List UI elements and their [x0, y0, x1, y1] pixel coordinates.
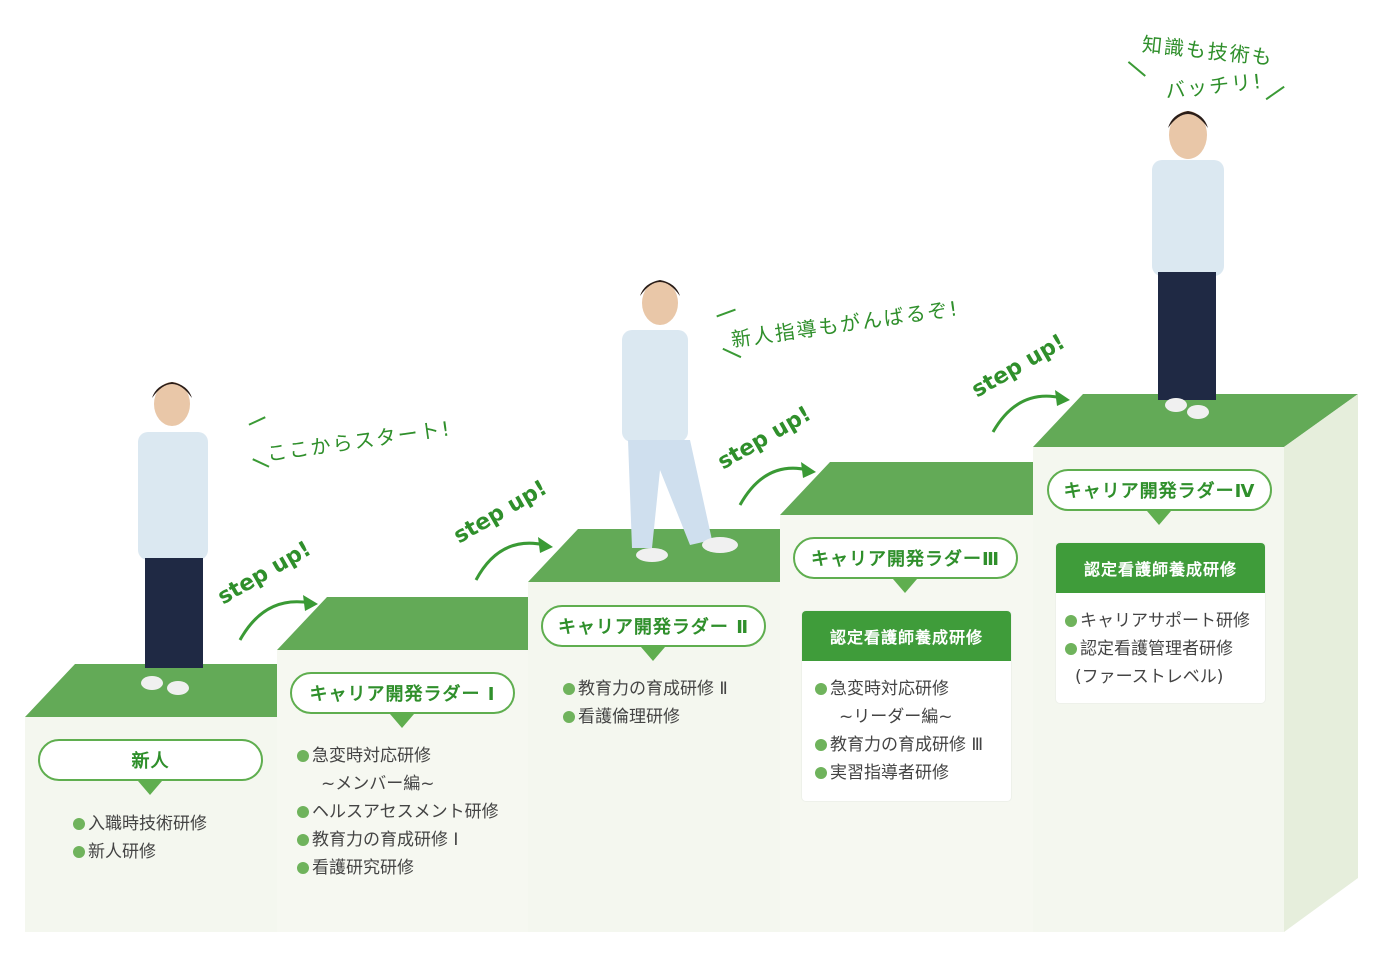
stage-2-items: 急変時対応研修 ~メンバー編~ ヘルスアセスメント研修 教育力の育成研修 Ⅰ 看…	[297, 742, 499, 882]
stage-5-card: 認定看護師養成研修	[1056, 543, 1265, 703]
nurse-figure-1	[138, 382, 208, 695]
list-item: 教育力の育成研修 Ⅲ	[815, 731, 983, 759]
list-item: 看護倫理研修	[563, 703, 728, 731]
stage-5-card-header: 認定看護師養成研修	[1056, 543, 1265, 593]
stage-5-label: キャリア開発ラダーⅣ	[1047, 469, 1272, 511]
list-item: 急変時対応研修	[815, 675, 983, 703]
list-item: ~リーダー編~	[839, 707, 953, 727]
stage-1-items: 入職時技術研修 新人研修	[73, 810, 207, 866]
stage-1-label: 新人	[38, 739, 263, 781]
step-up-arrow-1	[238, 600, 311, 641]
step-up-arrow-2	[474, 541, 546, 581]
stair-step-3-top	[528, 529, 829, 582]
stair-step-4-top	[780, 462, 1082, 515]
list-item: 実習指導者研修	[815, 759, 983, 787]
stage-2-label: キャリア開発ラダー Ⅰ	[290, 672, 515, 714]
list-item: (ファーストレベル)	[1075, 667, 1224, 687]
list-item: 急変時対応研修	[297, 742, 499, 770]
step-up-arrow-3	[738, 466, 809, 506]
list-item: 教育力の育成研修 Ⅱ	[563, 675, 728, 703]
stage-3-label: キャリア開発ラダー Ⅱ	[541, 605, 766, 647]
stage-4-card-header: 認定看護師養成研修	[802, 611, 1011, 661]
list-item: 認定看護管理者研修	[1065, 635, 1250, 663]
list-item: キャリアサポート研修	[1065, 607, 1250, 635]
stair-side	[1284, 394, 1358, 932]
step-up-arrow-4	[991, 394, 1063, 433]
list-item: ヘルスアセスメント研修	[297, 798, 499, 826]
list-item: ~メンバー編~	[321, 774, 435, 794]
stage-4-items: 急変時対応研修 ~リーダー編~ 教育力の育成研修 Ⅲ 実習指導者研修	[815, 675, 983, 787]
stair-step-2-top	[277, 597, 578, 650]
list-item: 入職時技術研修	[73, 810, 207, 838]
list-item: 教育力の育成研修 Ⅰ	[297, 826, 499, 854]
nurse-figure-3	[1152, 111, 1224, 419]
nurse-figure-2	[622, 280, 738, 562]
stage-5-items: キャリアサポート研修 認定看護管理者研修 (ファーストレベル)	[1065, 607, 1250, 691]
list-item: 看護研究研修	[297, 854, 499, 882]
stage-3-items: 教育力の育成研修 Ⅱ 看護倫理研修	[563, 675, 728, 731]
stair-step-5-top	[1033, 394, 1358, 447]
list-item: 新人研修	[73, 838, 207, 866]
stage-4-card: 認定看護師養成研修	[802, 611, 1011, 801]
stage-4-label: キャリア開発ラダーⅢ	[793, 537, 1018, 579]
